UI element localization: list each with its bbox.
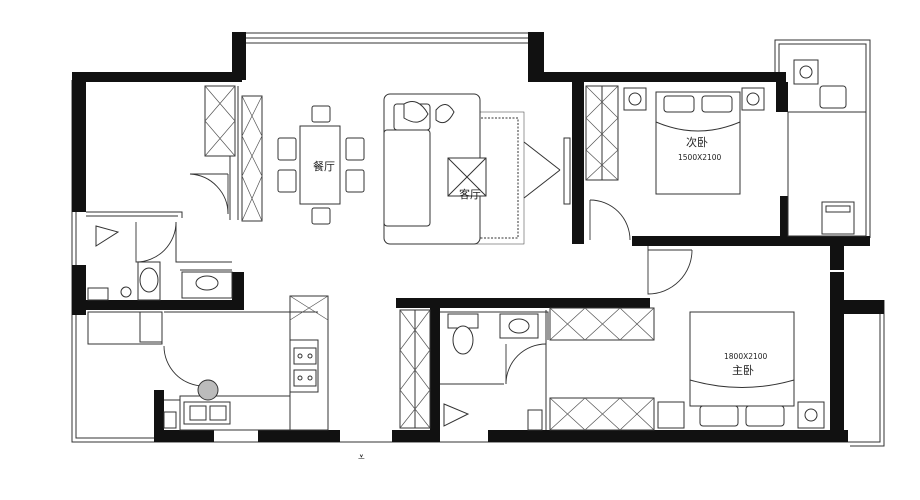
- balcony-fixtures: [793, 59, 855, 235]
- tv-unit: [523, 137, 571, 205]
- living-room-label: 客厅: [459, 187, 481, 201]
- partitions: [86, 85, 867, 431]
- walls: [72, 32, 884, 442]
- dining-table: [277, 105, 365, 225]
- wardrobe-hatching: [204, 85, 655, 431]
- master-bed: [657, 311, 825, 429]
- second-bed: [623, 87, 765, 195]
- left-bathroom-fixtures: [87, 225, 233, 301]
- entrance-arrow-icon: ⩡: [358, 450, 365, 464]
- living-sofa: [383, 93, 525, 245]
- master-bedroom-label: 主卧: [732, 364, 754, 377]
- master-bathroom-fixtures: [443, 313, 543, 431]
- second-bed-size: 1500X2100: [678, 153, 722, 162]
- second-bedroom-label: 次卧: [686, 135, 708, 149]
- kitchen-fixtures: [163, 347, 317, 429]
- master-bed-size: 1800X2100: [724, 352, 768, 361]
- dining-room-label: 餐厅: [313, 159, 335, 173]
